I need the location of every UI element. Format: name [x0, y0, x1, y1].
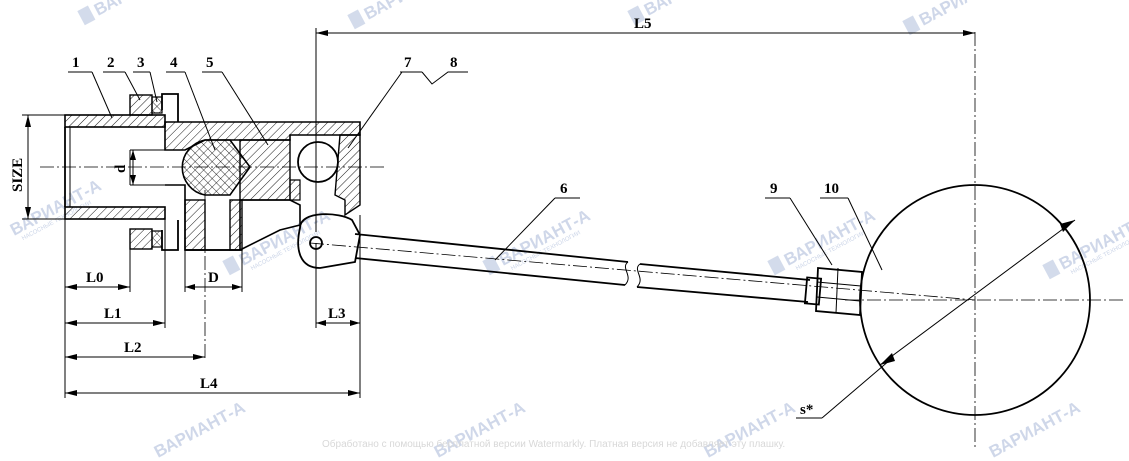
watermark-text: ВАРИАНТ-А: [641, 0, 738, 20]
dimension-l3: L3: [328, 306, 346, 322]
watermark-text: ВАРИАНТ-А: [701, 398, 798, 461]
callout-10: 10: [824, 181, 839, 197]
watermark-logo: ВАРИАНТ-А: [77, 0, 188, 26]
watermark-text: ВАРИАНТ-А: [916, 0, 1013, 30]
callout-5: 5: [206, 55, 214, 71]
dimension-d-large: D: [208, 270, 219, 286]
watermark-logo: ВАРИАНТ-А: [701, 398, 798, 461]
cam-disc: [297, 141, 339, 183]
dimension-l5: L5: [634, 16, 652, 32]
watermark-text: ВАРИАНТ-А: [781, 206, 878, 270]
watermark-text: ВАРИАНТ-А: [431, 398, 528, 461]
inlet-wall-bottom: [64, 206, 166, 220]
dimension-size: SIZE: [10, 158, 26, 192]
dimension-l4: L4: [200, 376, 218, 392]
watermark-logo: ВАРИАНТ-А: [986, 398, 1083, 461]
dimension-d-small: d: [113, 164, 129, 173]
rod-edge-top-1: [354, 233, 629, 263]
flange-bottom: [161, 220, 179, 251]
float-diameter-line: [879, 219, 1076, 366]
arrow-head: [1060, 220, 1075, 232]
callout-6: 6: [560, 181, 568, 197]
callout-1: 1: [72, 55, 80, 71]
callout-3: 3: [137, 55, 145, 71]
callout-8: 8: [450, 55, 458, 71]
float-ball: [859, 184, 1091, 416]
rod-edge-bottom-1: [354, 257, 626, 286]
rod-thread: [803, 276, 823, 306]
watermark-logo: ВАРИАНТ-А: [347, 0, 458, 30]
gasket-bottom: [151, 230, 163, 248]
rod-break-left: [624, 261, 629, 286]
callout-4: 4: [170, 55, 178, 71]
rod-edge-top-2: [639, 263, 811, 281]
flange-top: [161, 93, 179, 122]
stem-tip: [289, 179, 301, 201]
watermark-text: ВАРИАНТ-А: [986, 398, 1083, 461]
lock-nut-divider: [835, 267, 839, 314]
watermark-logo: ВАРИАНТ-А: [431, 398, 528, 461]
dimension-l0: L0: [86, 270, 104, 286]
watermark-text: ВАРИАНТ-А: [361, 0, 458, 24]
valve-seal: [181, 139, 251, 196]
watermark-logo: ВАРИАНТ-А НАСОСНЫЕ ТЕХНОЛОГИИ: [482, 206, 593, 276]
arrow-head: [880, 353, 895, 365]
lock-nut-facet-2: [816, 296, 861, 302]
outlet-wall-right: [229, 199, 243, 251]
pivot-housing: [334, 134, 361, 217]
dimension-l2: L2: [124, 340, 142, 356]
inlet-wall-top: [64, 114, 166, 128]
watermark-logo: ВАРИАНТ-А: [151, 398, 248, 461]
outlet-wall-left: [184, 199, 206, 251]
lock-nut-facet-1: [816, 281, 862, 287]
watermark-logo: ВАРИАНТ-А: [902, 0, 1013, 36]
rod-edge-bottom-2: [636, 286, 809, 303]
footer-note: Обработано с помощью бесплатной версии W…: [322, 438, 785, 450]
rod-break-right: [636, 263, 641, 288]
gasket-top: [151, 96, 163, 114]
lever-centerline: [309, 242, 976, 301]
callout-leaders: [68, 71, 883, 271]
nut-bottom: [129, 228, 153, 250]
lock-nut: [815, 267, 863, 316]
dimension-s: s*: [800, 402, 813, 418]
watermark-text: ВАРИАНТ-А: [151, 398, 248, 461]
lever-rod: [354, 233, 863, 316]
watermark-text: ВАРИАНТ-А: [91, 0, 188, 20]
callout-2: 2: [107, 55, 115, 71]
watermark-logo: ВАРИАНТ-А НАСОСНЫЕ ТЕХНОЛОГИИ: [1042, 210, 1129, 280]
dimension-lines: [22, 28, 975, 419]
valve-body: [64, 93, 361, 269]
dimension-l1: L1: [104, 306, 122, 322]
callout-9: 9: [770, 181, 778, 197]
callout-7: 7: [404, 55, 412, 71]
nut-top: [129, 94, 153, 116]
